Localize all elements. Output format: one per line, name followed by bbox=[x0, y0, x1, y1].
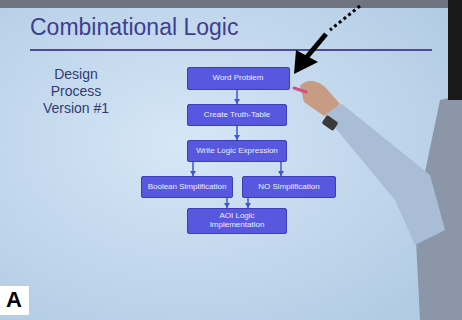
process-box: AOI Logic Implementation bbox=[187, 208, 287, 234]
box-label: Boolean Simplification bbox=[148, 183, 227, 192]
dotted-pointer bbox=[330, 6, 360, 30]
process-box: Word Problem bbox=[187, 67, 290, 90]
box-label: Write Logic Expression bbox=[196, 147, 278, 156]
sleeve bbox=[322, 104, 445, 245]
watch bbox=[321, 115, 338, 131]
box-label: AOI Logic Implementation bbox=[192, 212, 282, 230]
box-label: Create Truth-Table bbox=[204, 111, 270, 120]
process-box: Write Logic Expression bbox=[187, 140, 287, 162]
process-box: NO Simplification bbox=[242, 176, 336, 198]
panel-letter: A bbox=[0, 286, 29, 315]
box-label: NO Simplification bbox=[258, 183, 319, 192]
process-box: Create Truth-Table bbox=[187, 104, 287, 126]
process-box: Boolean Simplification bbox=[141, 176, 233, 198]
screen-top bbox=[0, 0, 462, 8]
subtitle: Design Process Version #1 bbox=[28, 66, 124, 116]
hand bbox=[300, 81, 340, 116]
pointer-shaft bbox=[306, 34, 326, 58]
box-label: Word Problem bbox=[213, 74, 264, 83]
pointer-head bbox=[294, 50, 318, 74]
screen-edge bbox=[448, 0, 462, 100]
title-rule bbox=[30, 49, 432, 51]
slide-title: Combinational Logic bbox=[30, 14, 238, 41]
pen bbox=[294, 88, 306, 92]
